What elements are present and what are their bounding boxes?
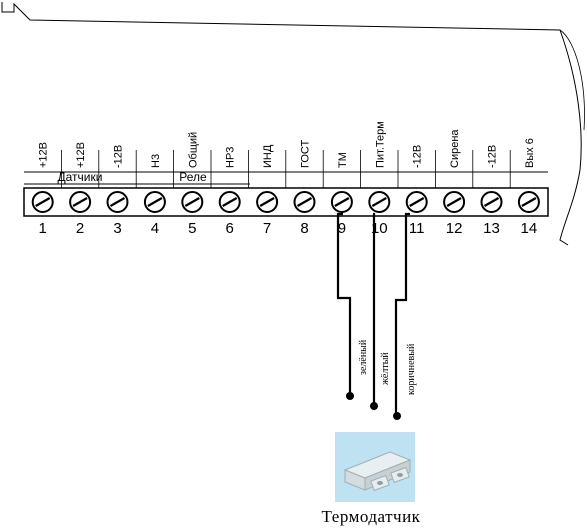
wire-label-green: зелёный [358,339,369,375]
terminal-number-4: 4 [151,220,159,237]
terminal-label-4: Н3 [150,154,162,168]
terminal-screw-slot-10 [371,197,387,207]
terminal-screw-slot-6 [222,197,238,207]
terminal-number-12: 12 [446,220,463,237]
terminal-number-11: 11 [409,220,425,237]
terminal-number-1: 1 [39,220,47,237]
terminal-screw-slot-1 [35,197,51,207]
relay-group-label: Реле [179,170,207,184]
terminal-number-5: 5 [188,220,196,237]
terminal-screw-slot-8 [296,197,313,207]
wire-yellow-end [370,402,378,410]
terminal-screw-slot-12 [446,197,462,207]
terminal-block [23,187,549,217]
terminal-label-13: -12В [487,145,499,168]
device-housing-curve [559,29,585,131]
terminal-screw-slot-7 [259,197,275,207]
wire-yellow [372,212,376,405]
terminal-screw-slot-9 [334,197,350,207]
terminal-label-10: Пит.Терм [374,121,386,168]
terminal-labels: +12В +12В -12В Н3 Общий НР3 ИНД ГОСТ ТМ Пит.Терм -… [38,121,536,188]
terminal-label-3: -12В [113,145,125,168]
terminal-label-5: Общий [187,132,199,168]
wire-green-end [346,392,354,400]
terminal-number-14: 14 [521,220,538,237]
terminal-number-13: 13 [483,220,500,237]
terminal-screw-slot-5 [184,197,200,207]
thermal-sensor-image [335,432,415,502]
terminal-label-11: -12В [412,145,424,168]
wire-green [336,212,352,395]
terminal-number-3: 3 [113,220,121,237]
terminal-number-10: 10 [371,220,388,237]
terminal-screw-slot-13 [483,197,500,207]
terminal-label-14: Вых 6 [524,138,536,168]
terminal-label-1: +12В [38,142,50,168]
wire-brown-end [393,412,401,420]
terminal-number-6: 6 [226,220,234,237]
terminal-label-9: ТМ [337,152,349,168]
terminal-screw-slot-2 [72,197,88,207]
terminal-number-7: 7 [263,220,271,237]
terminal-number-8: 8 [300,220,308,237]
wire-label-yellow: жёлтый [380,352,391,386]
terminal-screw-slot-14 [521,197,537,207]
terminal-number-9: 9 [338,220,346,237]
terminal-screws [31,191,540,213]
terminal-screw-slot-4 [147,197,163,207]
sensor-caption: Термодатчик [322,507,421,526]
terminal-label-2: +12В [75,142,87,168]
terminal-label-12: Сирена [449,129,461,168]
terminal-label-7: ИНД [262,144,274,168]
terminal-label-8: ГОСТ [300,140,312,168]
terminal-screw-slot-11 [409,197,425,207]
sensors-group-label: Датчики [58,170,103,184]
wire-brown [394,212,410,415]
terminal-label-6: НР3 [225,147,237,168]
terminal-number-2: 2 [76,220,84,237]
terminal-screw-slot-3 [109,197,126,207]
wire-label-brown: коричневый [406,343,417,395]
sensor-wires [336,212,410,420]
